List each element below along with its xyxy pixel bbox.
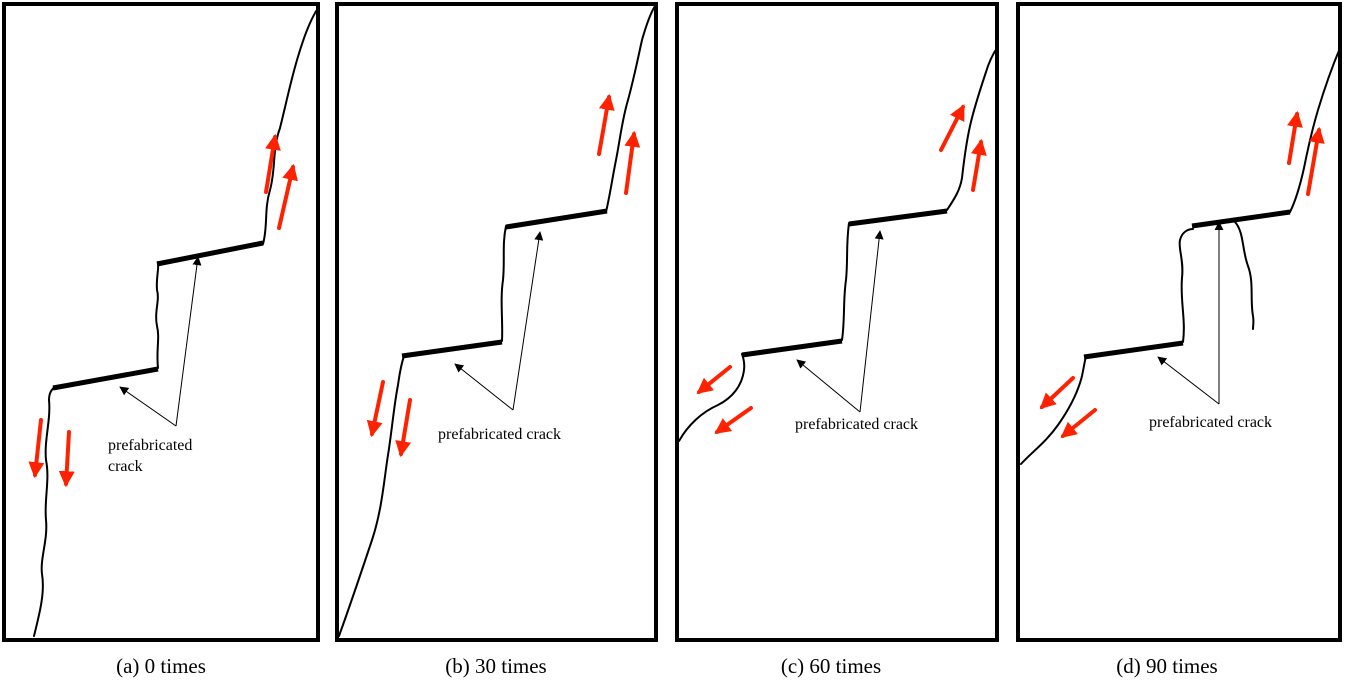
leader-arrow-upper (512, 231, 544, 411)
upper-crack-path (262, 7, 319, 245)
lower-crack-path (338, 355, 405, 637)
middle-crack-path (841, 222, 850, 341)
specimen-frame (675, 2, 999, 642)
specimen-frame (1016, 2, 1342, 642)
branch-crack-path (1234, 221, 1255, 330)
shear-arrow-down-left (28, 418, 45, 479)
lower-crack-path (33, 386, 56, 637)
shear-arrow-up-left (939, 104, 965, 152)
shear-arrow-up-right (277, 163, 298, 230)
shear-arrow-down-right (1060, 408, 1097, 439)
shear-arrow-down-left (366, 380, 385, 438)
shear-arrow-up-left (1287, 110, 1303, 165)
leader-arrow-lower (796, 359, 861, 413)
prefabricated-crack-lower (52, 366, 159, 391)
shear-arrow-up-right (624, 130, 641, 195)
panel-caption: (b) 30 times (445, 654, 546, 678)
lower-crack-path (678, 353, 746, 442)
prefabricated-crack-upper (505, 208, 608, 230)
panel-b: prefabricated crack (b) 30 times (335, 2, 658, 678)
annotation-label-line2: crack (108, 458, 143, 475)
middle-crack-path (155, 261, 160, 369)
shear-arrow-up-left (597, 93, 615, 156)
prefabricated-crack-upper (848, 208, 948, 227)
shear-arrow-down-right (714, 406, 753, 434)
annotation-label-line1: prefabricated (108, 437, 192, 454)
leader-arrow-lower (1157, 356, 1220, 405)
annotation-label: prefabricated crack (795, 416, 918, 433)
shear-arrow-up-right (971, 138, 987, 192)
upper-crack-path (605, 5, 656, 213)
leader-arrow-upper (175, 256, 202, 427)
shear-arrow-up-right (1306, 126, 1325, 196)
upper-crack-path (946, 47, 998, 211)
prefabricated-crack-upper (1191, 209, 1291, 229)
shear-arrow-down-left (696, 365, 732, 395)
leader-arrow-lower (454, 363, 514, 411)
panel-caption: (a) 0 times (116, 654, 206, 678)
panel-caption: (d) 90 times (1116, 654, 1217, 678)
shear-arrow-up-left (264, 133, 281, 194)
specimen-frame (2, 2, 320, 642)
panel-c: prefabricated crack (c) 60 times (675, 2, 999, 678)
panel-d: prefabricated crack (d) 90 times (1016, 2, 1342, 678)
shear-arrow-down-left (1039, 376, 1075, 410)
leader-arrow-upper (859, 230, 884, 413)
annotation-label: prefabricated crack (438, 426, 561, 443)
shear-arrow-down-right (395, 398, 412, 458)
shear-arrow-down-right (58, 430, 75, 488)
prefabricated-crack-upper (156, 240, 264, 267)
panel-a: prefabricated crack (a) 0 times (2, 2, 320, 678)
panel-caption: (c) 60 times (781, 654, 881, 678)
prefabricated-crack-lower (1083, 340, 1184, 360)
middle-crack-path (500, 225, 507, 342)
prefabricated-crack-lower (401, 339, 503, 359)
lower-crack-path (1020, 355, 1087, 465)
middle-crack-path (1178, 228, 1194, 343)
prefabricated-crack-lower (741, 338, 843, 358)
annotation-label: prefabricated crack (1149, 414, 1272, 431)
leader-arrow-lower (119, 386, 177, 427)
